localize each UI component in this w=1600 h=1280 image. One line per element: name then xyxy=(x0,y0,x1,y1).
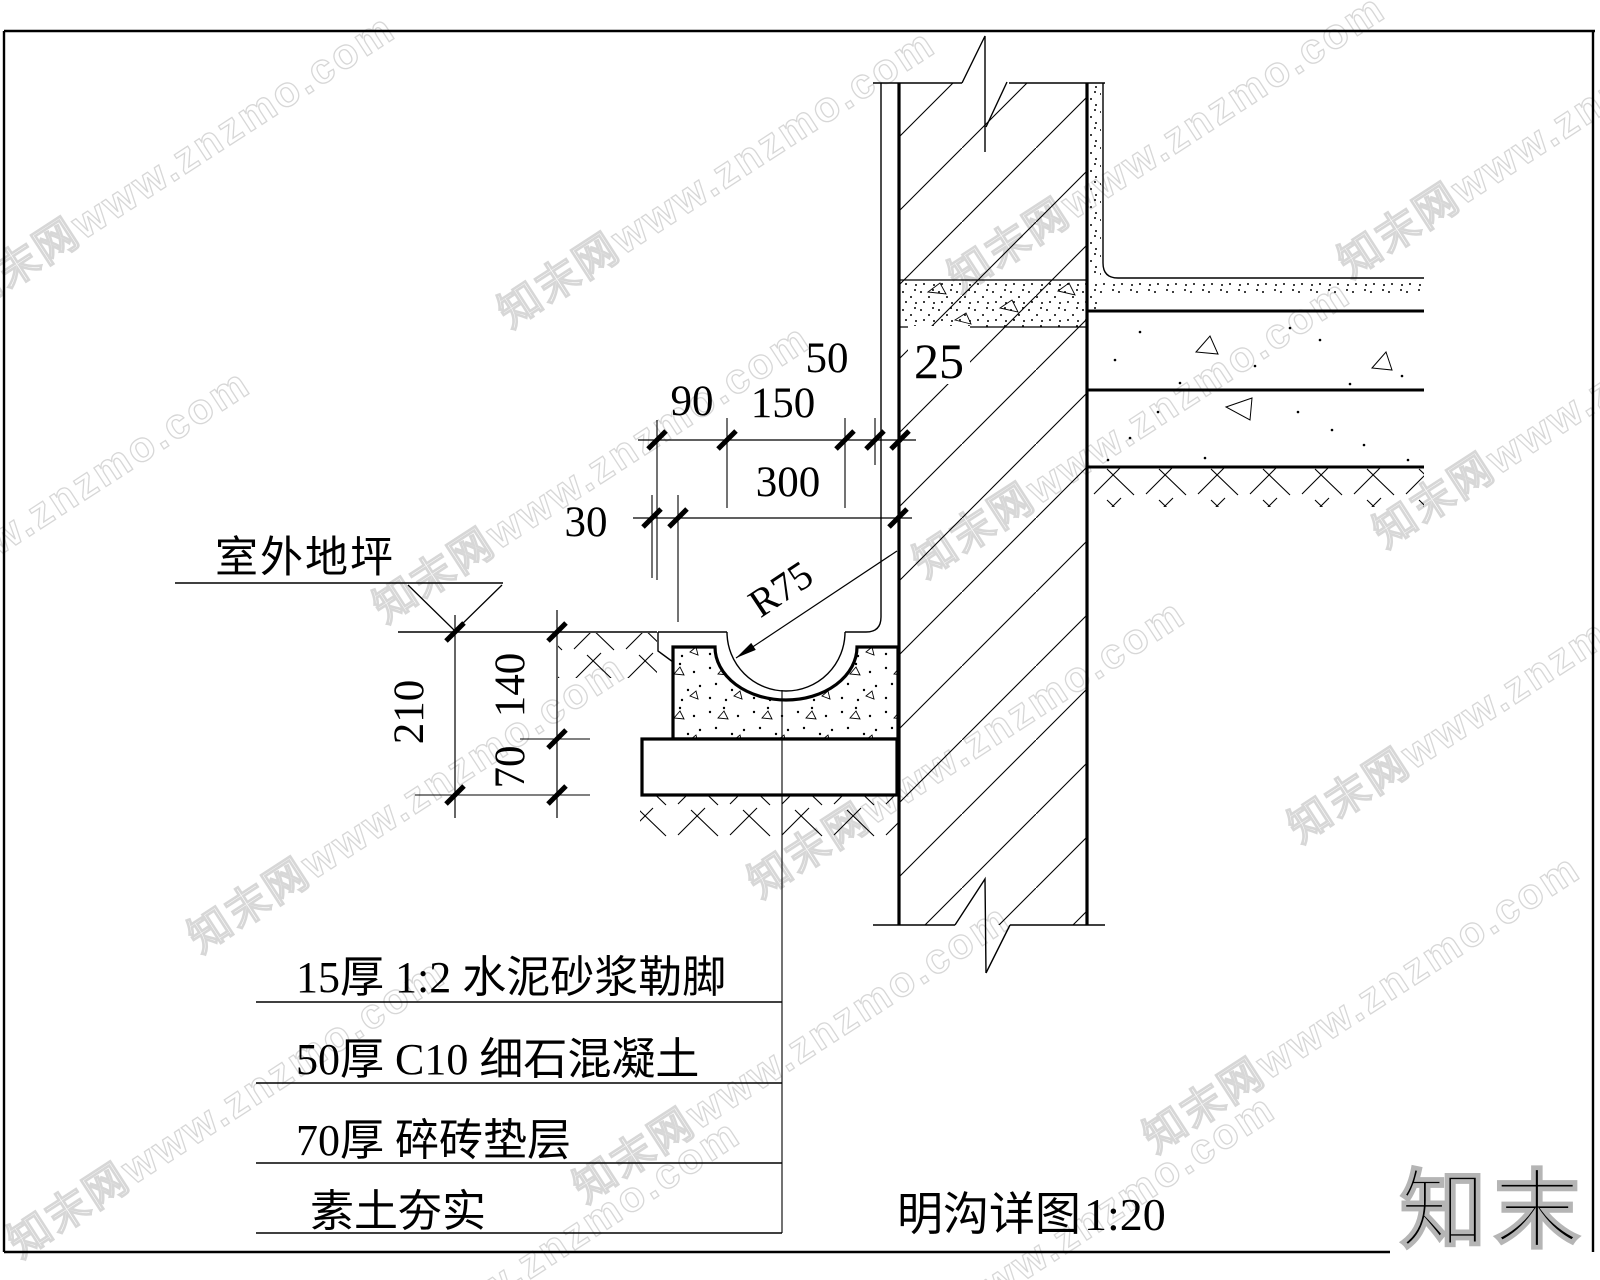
image-id: ID: 1160960552 xyxy=(1356,1273,1600,1280)
gutter-channel-surface xyxy=(726,631,846,692)
note-row-1: 15厚 1:2 水泥砂浆勒脚 xyxy=(296,953,726,1002)
ground-level-label: 室外地坪 xyxy=(215,534,395,582)
screed-surface-line xyxy=(1102,83,1424,279)
drawing-frame xyxy=(2,29,1595,1254)
interior-floor xyxy=(1087,83,1424,507)
layer-notes: 15厚 1:2 水泥砂浆勒脚 50厚 C10 细石混凝土 70厚 碎砖垫层 素土… xyxy=(256,953,782,1236)
plinth-face-line xyxy=(845,83,882,633)
arrowhead-icon xyxy=(736,642,756,658)
dim-210-label: 210 xyxy=(386,680,433,745)
soil-hatch-interior xyxy=(1087,467,1424,507)
dim-25-label: 25 xyxy=(914,333,964,389)
dim-30-label: 30 xyxy=(565,499,608,546)
dim-300-label: 300 xyxy=(756,459,821,506)
note-row-4: 素土夯实 xyxy=(310,1187,486,1236)
soil-hatch-below xyxy=(640,795,898,838)
soil-hatch-left xyxy=(558,633,657,678)
title-block: 明沟详图 1:20 xyxy=(897,1189,1166,1240)
dim-50-label: 50 xyxy=(806,335,849,382)
gutter-concrete-block xyxy=(671,645,900,741)
wall-hatch xyxy=(900,83,1086,925)
note-row-2: 50厚 C10 细石混凝土 xyxy=(296,1035,699,1084)
wall-break-top xyxy=(873,35,1105,152)
radius-label: R75 xyxy=(740,552,820,626)
dim-70-label: 70 xyxy=(487,746,534,789)
dim-150-label: 150 xyxy=(751,380,816,427)
note-row-3: 70厚 碎砖垫层 xyxy=(296,1116,571,1165)
radius-annotation: R75 xyxy=(735,550,898,659)
dimension-ticks xyxy=(444,429,911,806)
concrete-layer-symbols xyxy=(1106,326,1410,462)
ground-level-annotation: 室外地坪 xyxy=(175,534,503,632)
site-logo: 知末 xyxy=(1400,1163,1588,1259)
drawing-title: 明沟详图 xyxy=(897,1189,1081,1240)
dim-90-label: 90 xyxy=(671,378,714,425)
drawing-scale: 1:20 xyxy=(1084,1189,1166,1240)
site-branding: 知末 ID: 1160960552 xyxy=(1355,1162,1600,1280)
dpc-aggregate-triangles xyxy=(926,282,1076,325)
gutter xyxy=(398,631,900,1233)
brick-cushion xyxy=(640,737,899,797)
dim-140-label: 140 xyxy=(487,653,534,718)
wall-break-bottom xyxy=(873,876,1105,974)
